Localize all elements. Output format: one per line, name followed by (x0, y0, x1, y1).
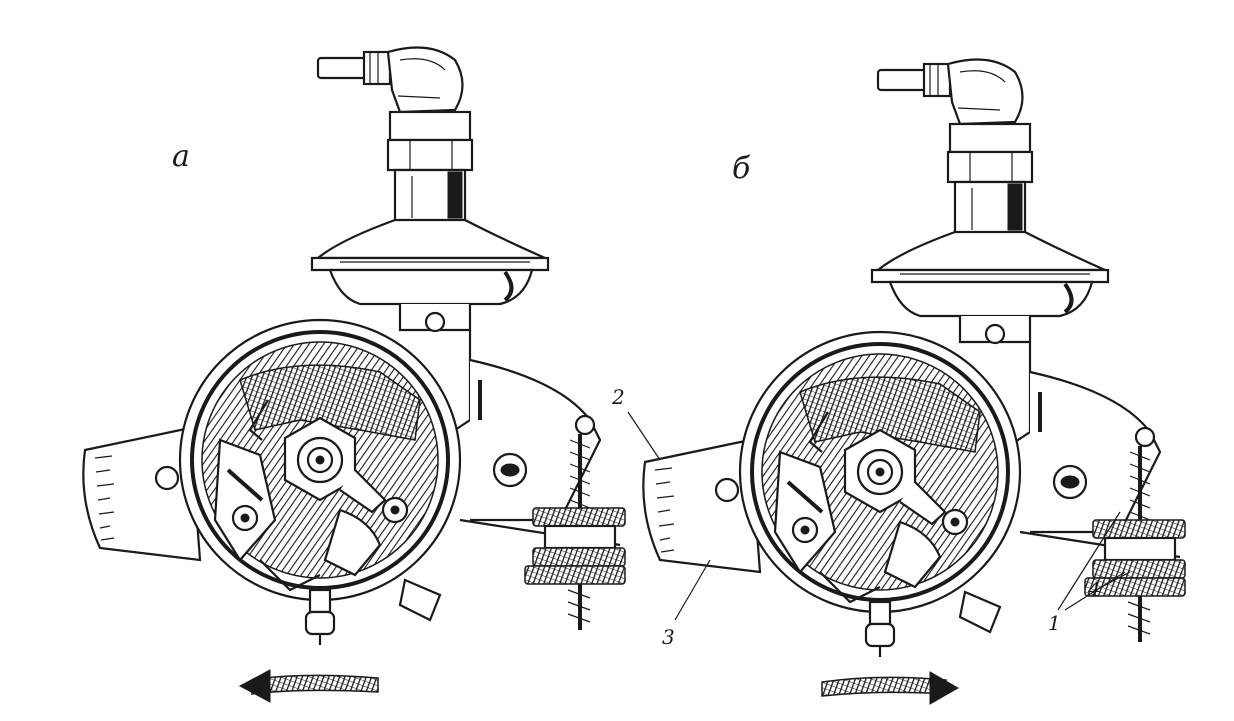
distributor-drawing-a (81, 45, 627, 647)
leader-line-2 (627, 411, 661, 461)
distributor-drawing-b (641, 57, 1187, 659)
rotation-arrow-left-icon (238, 669, 379, 703)
callout-3: 3 (662, 625, 675, 649)
callout-2: 2 (611, 385, 625, 409)
rotation-arrow-right-icon (821, 671, 960, 705)
callout-1: 1 (1048, 611, 1061, 635)
leader-line-3 (674, 559, 711, 621)
panel-b: б 2 3 1 4 (611, 57, 1187, 705)
panel-a-label: а (172, 139, 190, 174)
leader-line-4 (1091, 571, 1131, 593)
panel-b-label: б (732, 151, 751, 186)
panel-a: а (81, 45, 627, 703)
leader-line-1a (1057, 511, 1121, 611)
callout-4: 4 (1087, 577, 1101, 601)
